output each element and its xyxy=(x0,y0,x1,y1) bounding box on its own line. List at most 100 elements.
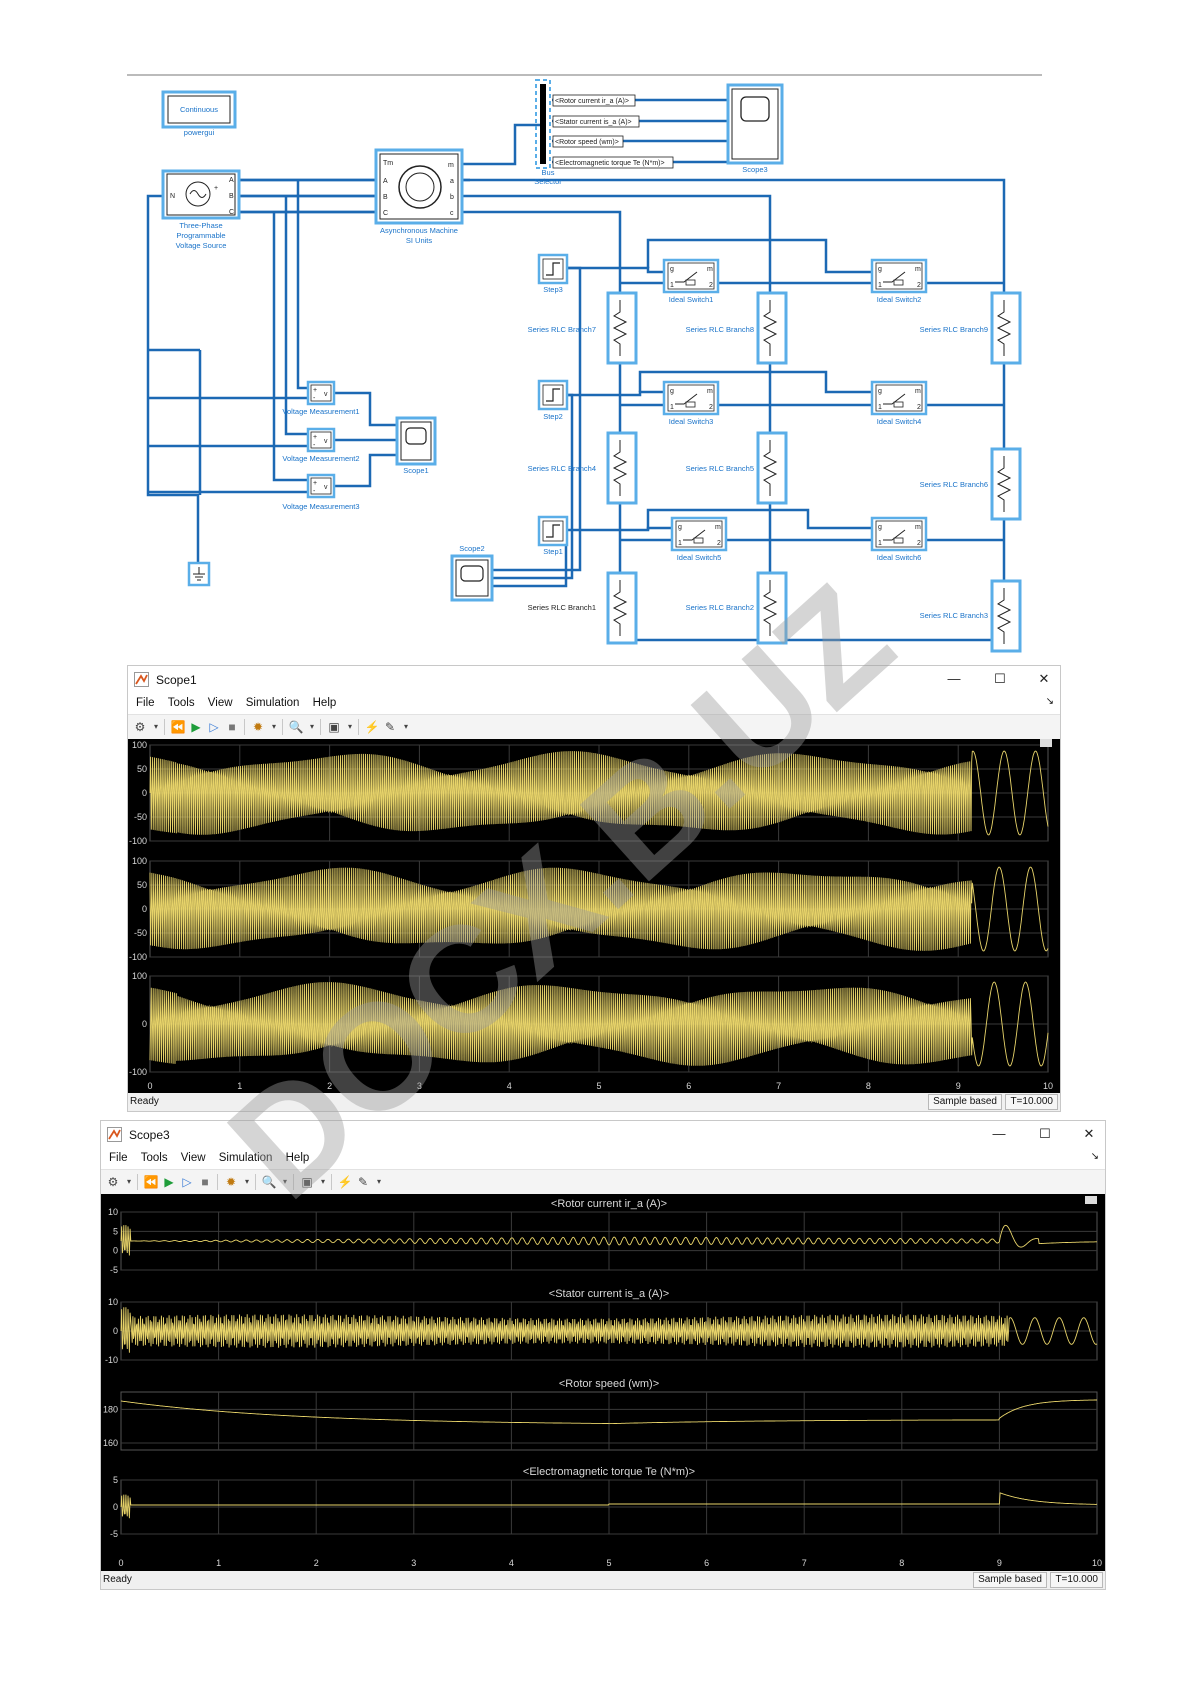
voltage-measurement-1[interactable]: + - v Voltage Measurement1 xyxy=(282,380,360,416)
zoom-in-icon[interactable]: 🔍 xyxy=(288,720,304,734)
three-phase-source-block[interactable]: + N A B C Three-Phase Programmable Volta… xyxy=(161,169,241,250)
pin-icon[interactable]: ↘ xyxy=(1045,696,1054,707)
scope1-block[interactable]: Scope1 xyxy=(395,416,437,475)
dropdown-arrow-icon[interactable]: ▾ xyxy=(376,1177,381,1186)
svg-text:2: 2 xyxy=(709,404,713,411)
stop-icon[interactable]: ■ xyxy=(201,1175,209,1189)
minimize-button[interactable]: — xyxy=(992,1126,1006,1141)
bus-signal-stator-current: <Stator current is_a (A)> xyxy=(555,119,632,126)
bus-signal-torque: <Electromagnetic torque Te (N*m)> xyxy=(555,160,665,167)
run-icon[interactable]: ▶ xyxy=(191,720,201,734)
svg-text:g: g xyxy=(670,266,674,273)
dropdown-arrow-icon[interactable]: ▾ xyxy=(244,1177,249,1186)
svg-text:1: 1 xyxy=(670,404,674,411)
step-forward-icon[interactable]: ▷ xyxy=(182,1175,192,1189)
signal-trace xyxy=(120,1492,1098,1519)
dropdown-arrow-icon[interactable]: ▾ xyxy=(403,722,408,731)
close-button[interactable]: ✕ xyxy=(1038,671,1050,686)
expand-icon[interactable] xyxy=(1085,1196,1097,1204)
dropdown-arrow-icon[interactable]: ▾ xyxy=(282,1177,287,1186)
menu-file[interactable]: File xyxy=(109,1152,128,1164)
menu-tools[interactable]: Tools xyxy=(167,697,195,709)
bus-selector-block[interactable]: <Rotor current ir_a (A)> <Stator current… xyxy=(534,79,674,186)
highlight-icon[interactable]: ✹ xyxy=(252,720,264,734)
rlc-branch-6[interactable]: Series RLC Branch6 xyxy=(920,447,1022,521)
step-back-icon[interactable]: ⏪ xyxy=(143,1175,159,1189)
expand-icon[interactable] xyxy=(1040,739,1052,747)
y-tick-label: 0 xyxy=(113,1246,118,1256)
step-forward-icon[interactable]: ▷ xyxy=(209,720,219,734)
switch5-caption: Ideal Switch5 xyxy=(677,553,722,562)
dropdown-arrow-icon[interactable]: ▾ xyxy=(271,722,276,731)
run-icon[interactable]: ▶ xyxy=(164,1175,174,1189)
dropdown-arrow-icon[interactable]: ▾ xyxy=(309,722,314,731)
voltage-measurement-3[interactable]: + - v Voltage Measurement3 xyxy=(282,473,360,511)
rlc-branch-9[interactable]: Series RLC Branch9 xyxy=(920,291,1022,365)
vm2-caption: Voltage Measurement2 xyxy=(282,454,359,463)
menu-file[interactable]: File xyxy=(136,697,155,709)
rlc-branch-4[interactable]: Series RLC Branch4 xyxy=(528,431,638,505)
menu-tools[interactable]: Tools xyxy=(140,1152,168,1164)
scope2-block[interactable]: Scope2 xyxy=(450,544,494,602)
ground-block[interactable] xyxy=(187,561,211,587)
minimize-button[interactable]: — xyxy=(947,671,961,686)
settings-gear-icon[interactable]: ⚙ xyxy=(107,1175,119,1189)
ideal-switch-5[interactable]: g m 1 2 Ideal Switch5 xyxy=(670,516,728,562)
ideal-switch-6[interactable]: g m 1 2 Ideal Switch6 xyxy=(870,516,928,562)
y-tick-label: 0 xyxy=(142,1019,147,1029)
svg-text:m: m xyxy=(915,388,921,395)
step3-block[interactable]: Step3 xyxy=(537,253,569,294)
voltage-measurement-2[interactable]: + - v Voltage Measurement2 xyxy=(282,427,360,463)
triggers-icon[interactable]: ⚡ xyxy=(337,1175,353,1189)
stop-icon[interactable]: ■ xyxy=(228,720,236,734)
menu-view[interactable]: View xyxy=(180,1152,206,1164)
step-back-icon[interactable]: ⏪ xyxy=(170,720,186,734)
style-icon[interactable]: ✎ xyxy=(357,1175,369,1189)
step2-block[interactable]: Step2 xyxy=(537,379,569,421)
maximize-button[interactable]: ☐ xyxy=(1039,1126,1051,1141)
close-button[interactable]: ✕ xyxy=(1083,1126,1095,1141)
ideal-switch-1[interactable]: g m 1 2 Ideal Switch1 xyxy=(662,258,720,304)
y-tick-label: 0 xyxy=(142,904,147,914)
style-icon[interactable]: ✎ xyxy=(384,720,396,734)
scope1-toolbar: ⚙ ▾ ⏪ ▶ ▷ ■ ✹ ▾ 🔍 ▾ ▣ ▾ ⚡ ✎ ▾ xyxy=(128,714,1060,740)
asynchronous-machine-block[interactable]: Tm A B C m a b c Asynchronous Machine SI… xyxy=(374,148,464,245)
dropdown-arrow-icon[interactable]: ▾ xyxy=(126,1177,131,1186)
maximize-button[interactable]: ☐ xyxy=(994,671,1006,686)
svg-text:v: v xyxy=(324,484,328,491)
autoscale-icon[interactable]: ▣ xyxy=(328,720,340,734)
powergui-block[interactable]: Continuous powergui xyxy=(161,90,237,137)
dropdown-arrow-icon[interactable]: ▾ xyxy=(347,722,352,731)
pin-icon[interactable]: ↘ xyxy=(1090,1151,1099,1162)
scope3-block[interactable]: Scope3 xyxy=(726,83,784,174)
rlc-branch-7[interactable]: Series RLC Branch7 xyxy=(528,291,638,365)
y-tick-label: -10 xyxy=(105,1355,118,1365)
triggers-icon[interactable]: ⚡ xyxy=(364,720,380,734)
ideal-switch-4[interactable]: g m 1 2 Ideal Switch4 xyxy=(870,380,928,426)
y-tick-label: -5 xyxy=(110,1265,118,1275)
ideal-switch-2[interactable]: g m 1 2 Ideal Switch2 xyxy=(870,258,928,304)
autoscale-icon[interactable]: ▣ xyxy=(301,1175,313,1189)
highlight-icon[interactable]: ✹ xyxy=(225,1175,237,1189)
dropdown-arrow-icon[interactable]: ▾ xyxy=(320,1177,325,1186)
rlc-branch-8[interactable]: Series RLC Branch8 xyxy=(686,291,788,365)
dropdown-arrow-icon[interactable]: ▾ xyxy=(153,722,158,731)
rlc-branch-5[interactable]: Series RLC Branch5 xyxy=(686,431,788,505)
ideal-switch-3[interactable]: g m 1 2 Ideal Switch3 xyxy=(662,380,720,426)
settings-gear-icon[interactable]: ⚙ xyxy=(134,720,146,734)
y-tick-label: 160 xyxy=(103,1438,118,1448)
rlc-branch-1[interactable]: Series RLC Branch1 xyxy=(528,571,638,645)
menu-simulation[interactable]: Simulation xyxy=(245,697,300,709)
menu-view[interactable]: View xyxy=(207,697,233,709)
menu-help[interactable]: Help xyxy=(312,697,337,709)
menu-simulation[interactable]: Simulation xyxy=(218,1152,273,1164)
step1-block[interactable]: Step1 xyxy=(537,515,569,556)
menu-help[interactable]: Help xyxy=(285,1152,310,1164)
y-tick-label: 0 xyxy=(142,788,147,798)
x-tick-label: 8 xyxy=(866,1081,871,1091)
rlc-branch-2[interactable]: Series RLC Branch2 xyxy=(686,571,788,645)
rlc-branch-3[interactable]: Series RLC Branch3 xyxy=(920,579,1022,653)
zoom-in-icon[interactable]: 🔍 xyxy=(261,1175,277,1189)
